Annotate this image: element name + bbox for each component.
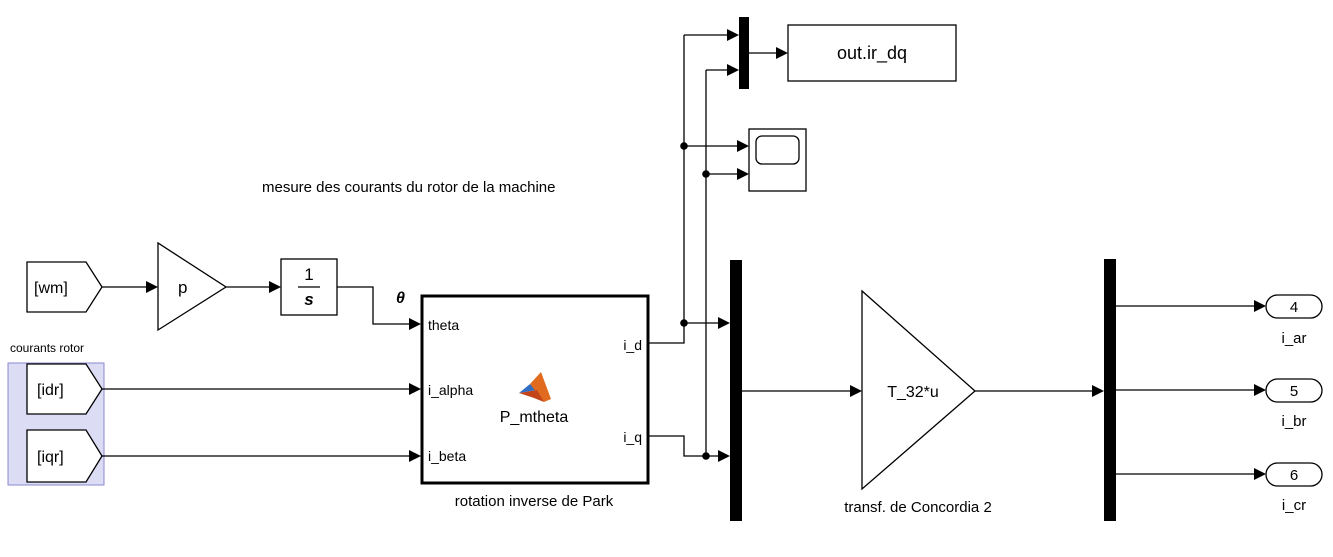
concordia-caption: transf. de Concordia 2 — [844, 499, 992, 516]
diagram-annotation: mesure des courants du rotor de la machi… — [262, 179, 556, 196]
matlab-logo-icon — [519, 372, 551, 402]
outport-6-number: 6 — [1290, 467, 1298, 484]
integrator-denominator: s — [304, 290, 313, 309]
outport-4-number: 4 — [1290, 299, 1298, 316]
park-input-i-beta: i_beta — [428, 448, 466, 464]
from-idr-label: [idr] — [37, 382, 64, 399]
outport-5[interactable]: 5 — [1265, 378, 1323, 403]
outport-6-name: i_cr — [1282, 497, 1306, 514]
outport-4-name: i_ar — [1281, 330, 1306, 347]
park-output-i-q: i_q — [623, 429, 642, 445]
area-label: courants rotor — [10, 341, 84, 355]
to-workspace-block[interactable]: out.ir_dq — [787, 24, 957, 82]
mux-top[interactable] — [739, 17, 749, 89]
park-block-name: P_mtheta — [500, 409, 569, 426]
signal-lines — [102, 29, 1266, 480]
gain-concordia-label: T_32*u — [887, 384, 939, 401]
from-wm-block[interactable]: [wm] — [26, 261, 103, 313]
outport-5-name: i_br — [1281, 413, 1306, 430]
mux-middle[interactable] — [730, 260, 742, 521]
park-input-i-alpha: i_alpha — [428, 382, 473, 398]
park-output-i-d: i_d — [623, 337, 642, 353]
outport-4[interactable]: 4 — [1265, 294, 1323, 319]
theta-signal-label: θ — [396, 290, 405, 307]
demux[interactable] — [1104, 259, 1116, 521]
gain-p-block[interactable]: p — [157, 241, 228, 332]
scope-block[interactable] — [748, 128, 807, 192]
park-function-block[interactable]: theta i_alpha i_beta i_d i_q P_mtheta — [420, 294, 650, 485]
scope-screen-icon — [755, 135, 800, 165]
gain-p-label: p — [178, 278, 187, 297]
to-workspace-label: out.ir_dq — [837, 43, 907, 64]
from-iqr-block[interactable]: [iqr] — [26, 429, 103, 483]
park-input-theta: theta — [428, 317, 459, 333]
from-iqr-label: [iqr] — [37, 449, 64, 466]
park-block-caption: rotation inverse de Park — [455, 493, 614, 510]
integrator-numerator: 1 — [304, 265, 313, 284]
gain-concordia-block[interactable]: T_32*u — [861, 289, 976, 491]
outport-6[interactable]: 6 — [1265, 462, 1323, 487]
from-wm-label: [wm] — [34, 280, 68, 297]
from-idr-block[interactable]: [idr] — [26, 363, 103, 415]
integrator-block[interactable]: 1 s — [280, 258, 338, 316]
outport-5-number: 5 — [1290, 383, 1298, 400]
